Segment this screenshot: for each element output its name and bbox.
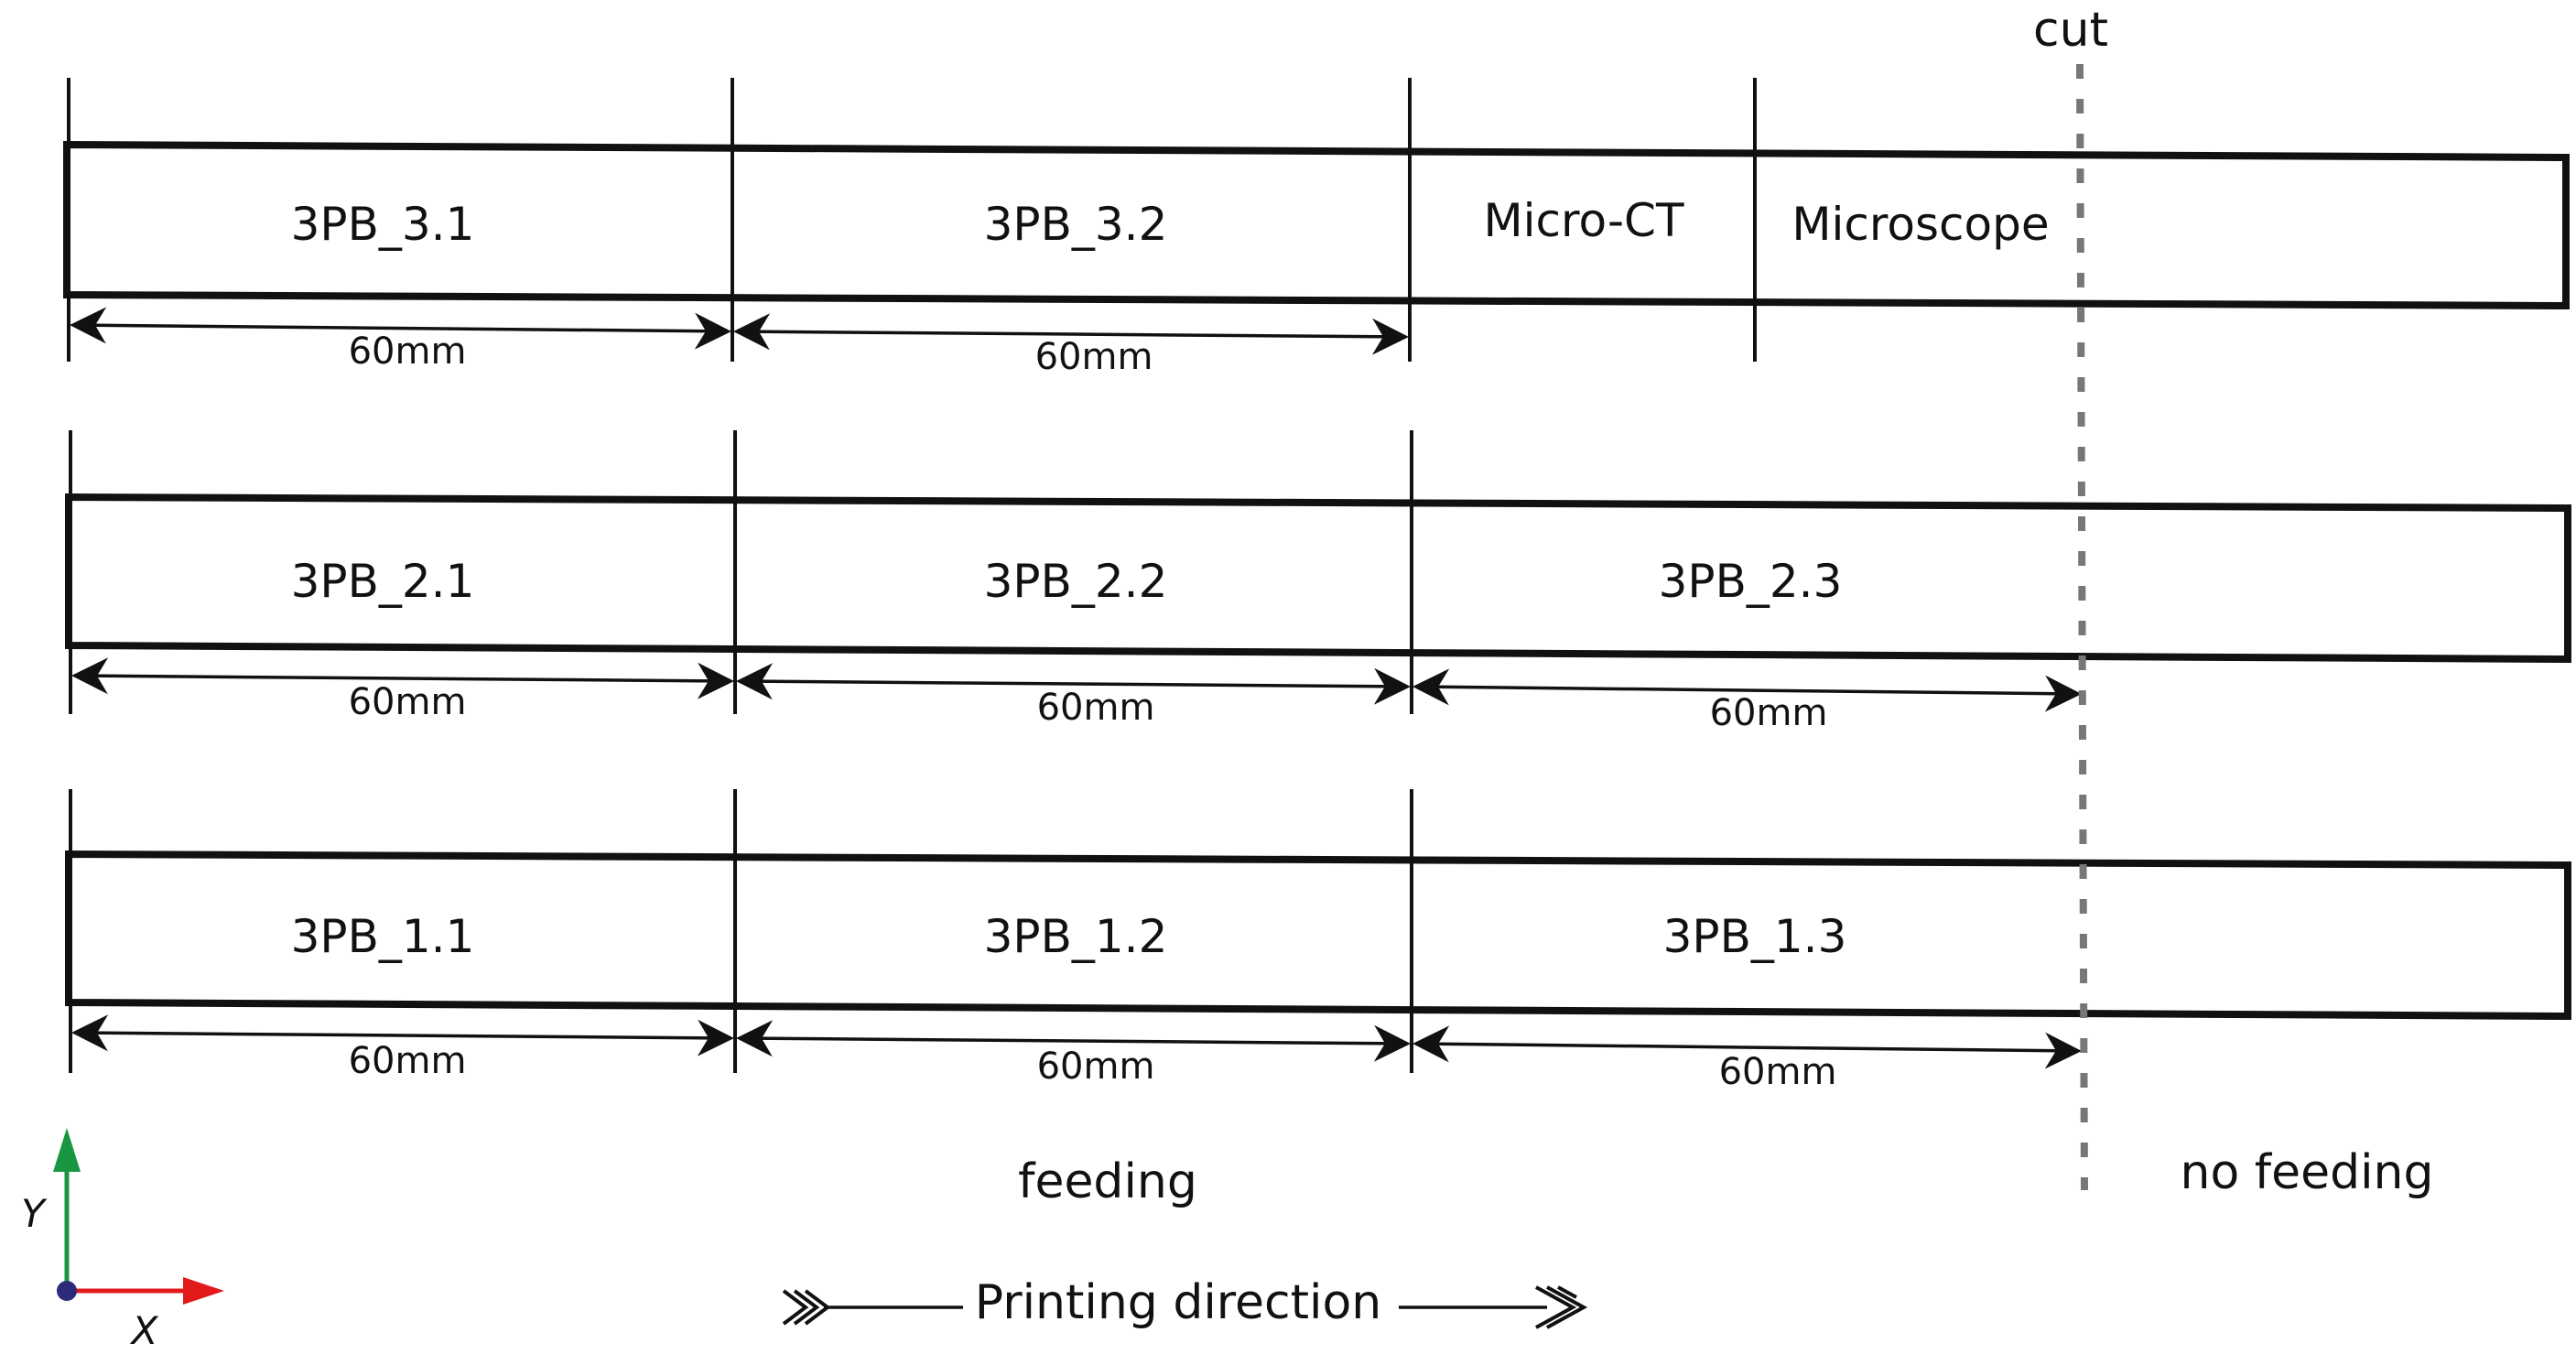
dimension-label: 60mm [349, 330, 467, 373]
cut-line [2076, 63, 2088, 1191]
dimension-arrow [71, 1014, 734, 1056]
y-axis-label: Y [21, 1191, 48, 1236]
dimension-label: 60mm [1037, 687, 1155, 729]
dimension-arrow [71, 657, 734, 699]
cut-label: cut [2033, 3, 2108, 58]
segment-label-3pb-2-3: 3PB_2.3 [1659, 555, 1843, 608]
dimension-arrow [1412, 668, 2082, 712]
dimension-label: 60mm [1719, 1051, 1837, 1093]
triple-chevron-icon [782, 1289, 831, 1326]
no-feeding-label: no feeding [2180, 1145, 2433, 1200]
printing-direction-label: Printing direction [975, 1275, 1381, 1330]
segment-label-microscope: Microscope [1791, 198, 2049, 251]
specimen-row-2: 3PB_2.1 3PB_2.2 3PB_2.3 60mm 60mm 60mm [65, 430, 2571, 734]
x-axis-label: X [130, 1308, 159, 1353]
dimension-label: 60mm [1035, 336, 1153, 378]
origin-dot-icon [57, 1281, 77, 1301]
segment-label-3pb-1-2: 3PB_1.2 [984, 910, 1168, 963]
x-axis-arrowhead-icon [183, 1277, 224, 1305]
segment-label-3pb-2-1: 3PB_2.1 [291, 555, 475, 608]
segment-label-3pb-2-2: 3PB_2.2 [984, 555, 1168, 608]
dimension-label: 60mm [1710, 692, 1828, 734]
dimension-arrow [70, 307, 731, 350]
dimension-label: 60mm [349, 681, 467, 723]
feeding-label: feeding [1018, 1154, 1197, 1209]
y-axis-arrowhead-icon [53, 1128, 81, 1172]
segment-label-3pb-3-1: 3PB_3.1 [291, 198, 475, 251]
printing-direction-indicator: Printing direction [782, 1275, 1588, 1330]
dimension-arrow [736, 1020, 1411, 1062]
dimension-arrow [1412, 1025, 2082, 1069]
dimension-arrow [733, 313, 1409, 355]
dimension-arrow [736, 663, 1411, 705]
specimen-row-1: 3PB_1.1 3PB_1.2 3PB_1.3 60mm 60mm 60mm [65, 789, 2571, 1093]
dimension-label: 60mm [349, 1040, 467, 1082]
segment-label-3pb-1-3: 3PB_1.3 [1663, 910, 1847, 963]
segment-label-3pb-3-2: 3PB_3.2 [984, 198, 1168, 251]
dimension-label: 60mm [1037, 1045, 1155, 1088]
segment-label-3pb-1-1: 3PB_1.1 [291, 910, 475, 963]
coordinate-axes: Y X [21, 1128, 224, 1353]
segment-label-micro-ct: Micro-CT [1484, 194, 1684, 247]
specimen-row-3: 3PB_3.1 3PB_3.2 Micro-CT Microscope 60mm… [63, 78, 2570, 378]
triple-chevron-arrow-icon [1535, 1285, 1588, 1329]
